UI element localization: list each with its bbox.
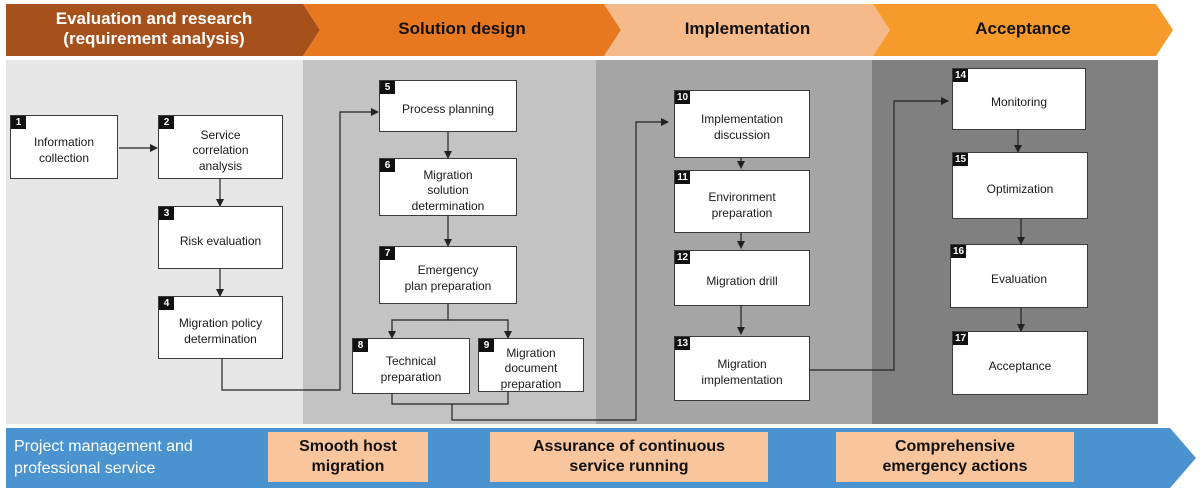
step-box-6: 6 Migration solution determination [379, 158, 517, 216]
step-box-14: 14 Monitoring [952, 68, 1086, 130]
step-label: Monitoring [990, 95, 1048, 110]
step-number: 3 [159, 207, 174, 220]
step-box-17: 17 Acceptance [952, 331, 1088, 395]
step-label: Technical preparation [380, 354, 442, 384]
phase-title-acceptance: Acceptance [975, 19, 1071, 39]
step-number: 4 [159, 297, 174, 310]
step-number: 9 [479, 339, 494, 352]
footer-highlight-emergency-actions: Comprehensive emergency actions [836, 432, 1074, 482]
arrow-7-split-right [448, 319, 512, 339]
step-box-3: 3 Risk evaluation [158, 206, 283, 269]
step-label: Migration drill [706, 274, 778, 289]
phase-title-evaluation: Evaluation and research (requirement ana… [55, 9, 253, 48]
step-number: 13 [675, 337, 690, 350]
arrow-merge-to-10 [451, 118, 669, 421]
step-box-12: 12 Migration drill [674, 250, 810, 306]
step-box-9: 9 Migration document preparation [478, 338, 584, 392]
step-label: Emergency plan preparation [404, 263, 492, 293]
footer-highlight-continuous-service: Assurance of continuous service running [490, 432, 768, 482]
step-label: Environment preparation [708, 189, 776, 220]
step-number: 10 [675, 91, 690, 104]
step-label: Implementation discussion [700, 112, 784, 142]
phase-chevron-evaluation [6, 4, 320, 56]
arrow-4-to-5 [221, 108, 379, 391]
step-number: 16 [951, 245, 966, 258]
arrow-7-split [388, 304, 449, 339]
step-label: Acceptance [988, 359, 1052, 374]
step-box-2: 2 Service correlation analysis [158, 115, 283, 179]
step-label: Service correlation analysis [192, 127, 249, 173]
step-number: 2 [159, 116, 174, 129]
step-number: 11 [675, 171, 690, 184]
step-number: 14 [953, 69, 968, 82]
step-number: 1 [11, 116, 26, 129]
step-box-11: 11 Environment preparation [674, 170, 810, 233]
footer-highlight-smooth-migration: Smooth host migration [268, 432, 428, 482]
step-box-5: 5 Process planning [379, 80, 517, 132]
step-box-13: 13 Migration implementation [674, 336, 810, 401]
step-number: 15 [953, 153, 968, 166]
step-number: 5 [380, 81, 395, 94]
step-box-1: 1 Information collection [10, 115, 118, 179]
step-box-4: 4 Migration policy determination [158, 296, 283, 359]
footer-label: Project management and professional serv… [14, 438, 193, 478]
step-label: Process planning [401, 102, 495, 117]
flow-connectors [119, 97, 1025, 421]
step-box-15: 15 Optimization [952, 152, 1088, 219]
step-box-10: 10 Implementation discussion [674, 90, 810, 158]
phase-chevron-solution-design [303, 4, 621, 56]
phase-header-arrows [6, 4, 1173, 56]
step-label: Information collection [33, 135, 95, 165]
step-box-16: 16 Evaluation [950, 244, 1088, 308]
step-label: Migration document preparation [500, 345, 562, 391]
step-box-7: 7 Emergency plan preparation [379, 246, 517, 304]
step-label: Evaluation [990, 272, 1048, 287]
step-number: 12 [675, 251, 690, 264]
step-label: Migration policy determination [178, 315, 263, 346]
step-number: 6 [380, 159, 395, 172]
phase-title-implementation: Implementation [684, 19, 811, 39]
step-label: Migration implementation [701, 356, 783, 387]
step-number: 7 [380, 247, 395, 260]
phase-title-solution-design: Solution design [398, 19, 526, 39]
step-box-8: 8 Technical preparation [352, 338, 470, 394]
step-label: Risk evaluation [179, 233, 262, 248]
step-number: 17 [953, 332, 968, 345]
phase-chevron-acceptance [873, 4, 1173, 56]
arrow-13-to-14 [810, 97, 949, 371]
step-label: Optimization [986, 181, 1054, 196]
arrow-8-9-merge [391, 392, 509, 405]
step-number: 8 [353, 339, 368, 352]
phase-chevron-implementation [604, 4, 890, 56]
step-label: Migration solution determination [411, 167, 485, 213]
